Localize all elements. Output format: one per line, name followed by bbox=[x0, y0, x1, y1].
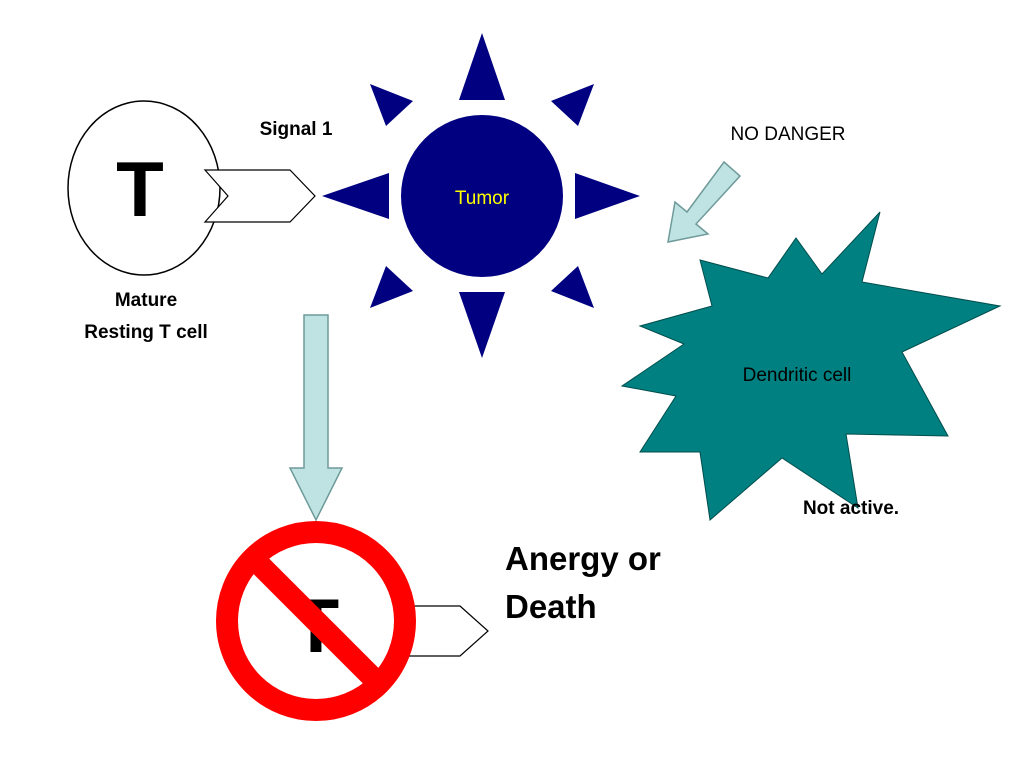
outcome-line1: Anergy or bbox=[505, 540, 661, 577]
down-arrow bbox=[288, 314, 344, 522]
mature-label-line2: Resting T cell bbox=[84, 322, 208, 343]
dendritic-cell-label: Dendritic cell bbox=[743, 365, 852, 386]
t-cell: T bbox=[67, 100, 221, 276]
dendritic-cell: Dendritic cell bbox=[620, 211, 1002, 521]
t-cell-body bbox=[67, 100, 221, 276]
tumor: Tumor bbox=[322, 33, 640, 358]
prohibit-sign-slash bbox=[245, 550, 387, 692]
no-danger-label: NO DANGER bbox=[730, 124, 845, 145]
mature-label-line1: Mature bbox=[115, 290, 177, 311]
tumor-body bbox=[401, 115, 563, 277]
tumor-label: Tumor bbox=[455, 188, 510, 209]
tumor-ray-top-left bbox=[370, 84, 413, 126]
tumor-ray-bottom-right bbox=[551, 266, 594, 308]
tumor-ray-top bbox=[459, 33, 505, 100]
signal-label: Signal 1 bbox=[260, 119, 333, 140]
tumor-ray-top-right bbox=[551, 84, 594, 126]
t-cell-letter: T bbox=[116, 145, 164, 233]
tumor-ray-bottom bbox=[459, 292, 505, 358]
dendritic-cell-body bbox=[620, 211, 1002, 521]
t-cell-receptor-shape bbox=[203, 169, 316, 223]
tumor-ray-left bbox=[322, 173, 389, 219]
tumor-ray-right bbox=[575, 173, 640, 219]
blocked-t-cell: T bbox=[216, 521, 489, 721]
not-active-label: Not active. bbox=[803, 498, 899, 519]
outcome-line2: Death bbox=[505, 588, 597, 625]
tumor-ray-bottom-left bbox=[370, 266, 413, 308]
no-danger-arrow bbox=[667, 160, 742, 243]
